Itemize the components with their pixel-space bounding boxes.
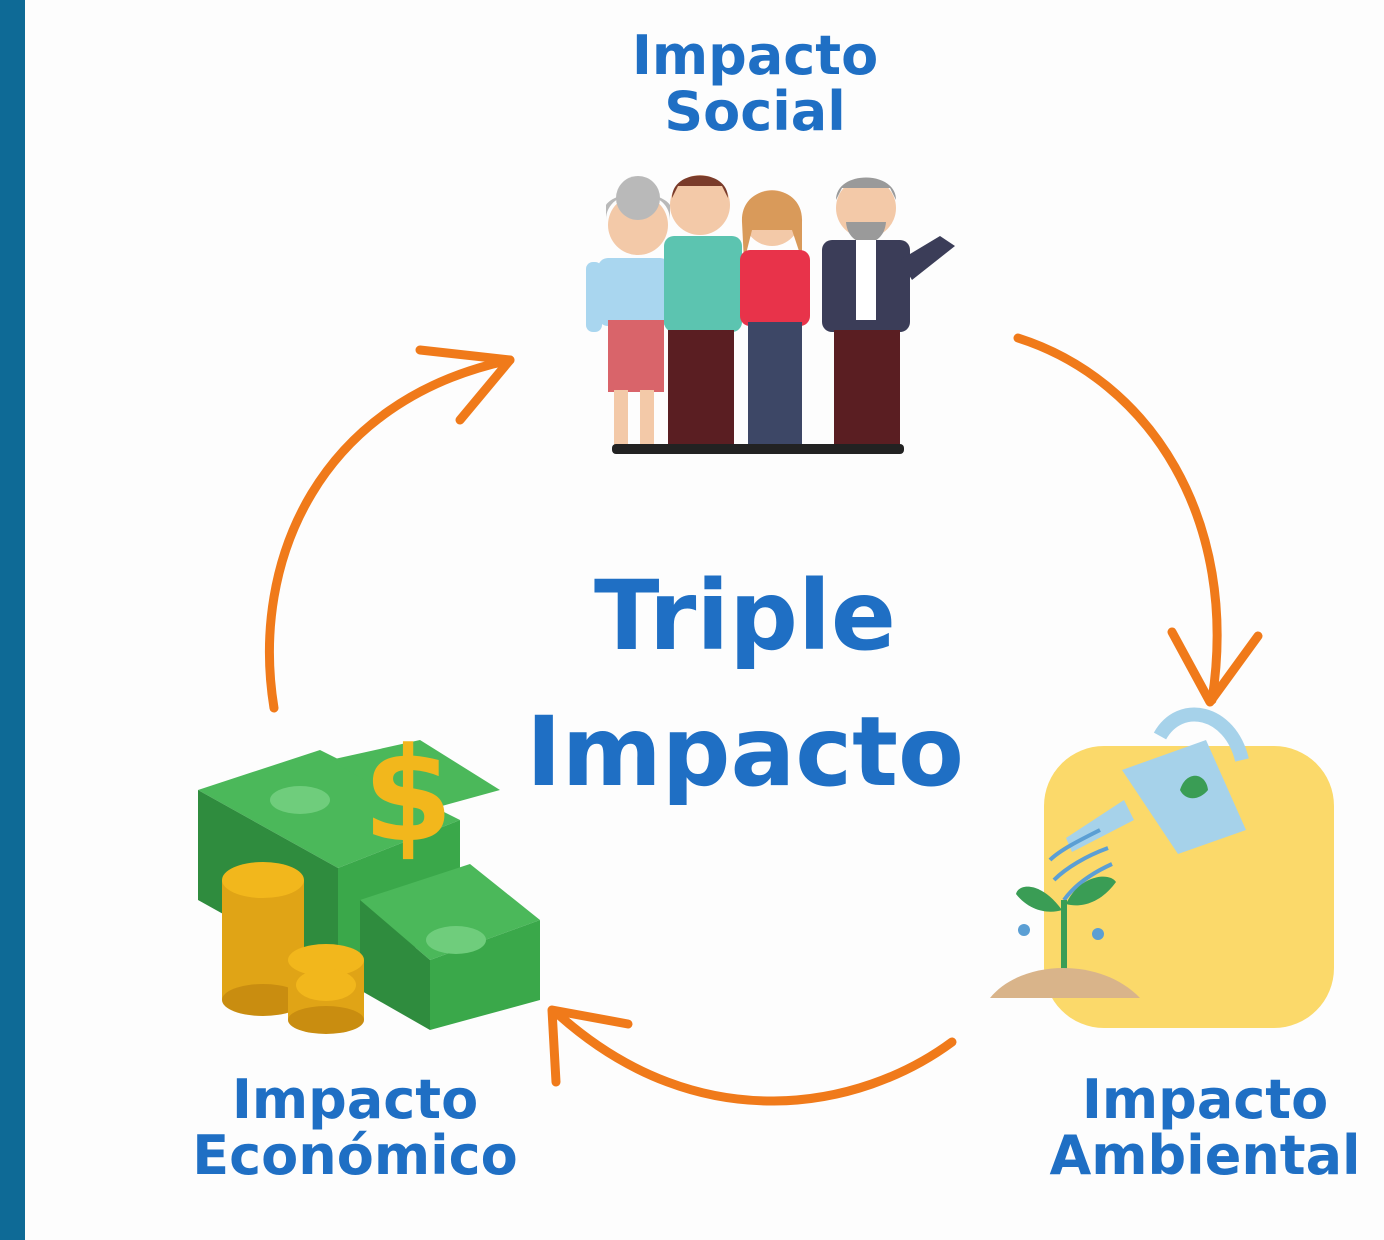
label-economico-line2: Económico — [192, 1124, 518, 1187]
sprout — [1016, 876, 1116, 970]
label-impacto-economico: Impacto Económico — [150, 1072, 560, 1184]
arrow-economico-to-social — [264, 355, 515, 713]
water-drops — [1048, 828, 1113, 902]
label-social-line2: Social — [664, 80, 846, 143]
label-ambiental-line1: Impacto — [1081, 1068, 1329, 1131]
person-young-man — [664, 175, 742, 448]
arrow-head-social-to-ambiental — [1167, 627, 1263, 707]
dollar-sign: $ — [363, 719, 453, 871]
person-grandmother — [586, 176, 670, 446]
label-social-line1: Impacto — [631, 24, 879, 87]
person-grandfather — [822, 177, 955, 448]
arrow-ambiental-to-economico — [555, 1011, 957, 1106]
arrow-social-to-ambiental — [1013, 333, 1222, 705]
label-impacto-social: Impacto Social — [560, 28, 950, 140]
soil-mound — [990, 967, 1140, 998]
left-sidebar-strip — [0, 0, 25, 1240]
center-title-line2: Impacto — [526, 696, 964, 808]
label-ambiental-line2: Ambiental — [1049, 1124, 1361, 1187]
watering-can — [1066, 707, 1249, 854]
label-economico-line1: Impacto — [231, 1068, 479, 1131]
arrow-head-ambiental-to-economico — [547, 1005, 633, 1087]
person-young-woman — [740, 190, 810, 446]
coin-stacks — [222, 862, 364, 1034]
arrow-head-economico-to-social — [415, 345, 515, 425]
label-impacto-ambiental: Impacto Ambiental — [1020, 1072, 1384, 1184]
center-title: Triple Impacto — [490, 548, 1000, 820]
center-title-line1: Triple — [594, 560, 896, 672]
